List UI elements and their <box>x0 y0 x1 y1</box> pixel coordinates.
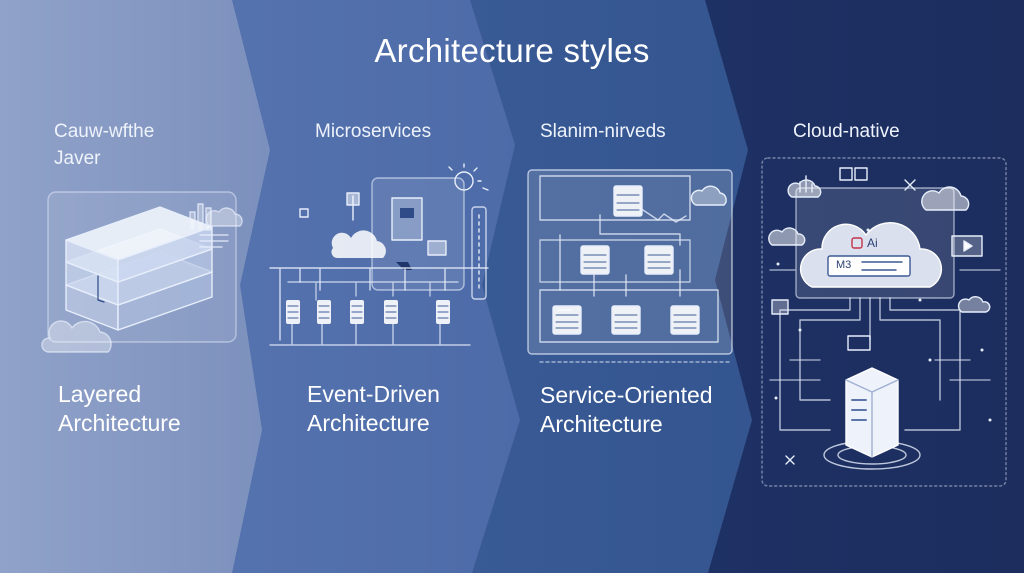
event-network-diagram <box>269 163 489 346</box>
panel-3-bottom-line-2: Architecture <box>540 411 663 437</box>
card-code: M3 <box>836 259 852 271</box>
ai-badge: Ai <box>867 236 878 250</box>
panel-2-bottom-label: Event-Driven Architecture <box>307 380 440 438</box>
panel-1-bottom-line-2: Architecture <box>58 410 181 436</box>
panel-4-top-line-1: Cloud-native <box>793 121 900 142</box>
panel-3-top-line-1: Slanim-nirveds <box>540 121 666 142</box>
panel-1-bottom-line-1: Layered <box>58 381 142 407</box>
database-icon-lines <box>555 194 697 329</box>
panel-2-top-label: Microservices <box>315 118 431 145</box>
panel-2-bottom-line-1: Event-Driven <box>307 381 440 407</box>
panel-3-bottom-line-1: Service-Oriented <box>540 382 713 408</box>
panel-2-bottom-line-2: Architecture <box>307 410 430 436</box>
server-icon-lines <box>287 305 449 319</box>
cloud-icon <box>205 207 243 227</box>
bar-chart-icon <box>189 203 229 248</box>
sparkle-dots <box>774 228 992 422</box>
panel-1-bottom-label: Layered Architecture <box>58 380 181 438</box>
database-icons <box>552 185 700 335</box>
server-icons <box>286 300 450 324</box>
panel-2-top-line-1: Microservices <box>315 121 432 142</box>
cloud-native-diagram <box>761 157 1007 487</box>
panel-1-top-line-2: Javer <box>54 148 101 169</box>
layered-stack-icon <box>47 191 237 343</box>
panel-3-top-label: Slanim-nirveds <box>540 118 666 145</box>
cloud-icon <box>41 320 112 353</box>
page-title: Architecture styles <box>374 32 650 69</box>
panel-1-top-label: Cauw-wfthe Javer <box>54 118 154 172</box>
panel-3-bottom-label: Service-Oriented Architecture <box>540 381 713 439</box>
panel-1-top-line-1: Cauw-wfthe <box>54 121 155 142</box>
panel-4-top-label: Cloud-native <box>793 118 900 145</box>
